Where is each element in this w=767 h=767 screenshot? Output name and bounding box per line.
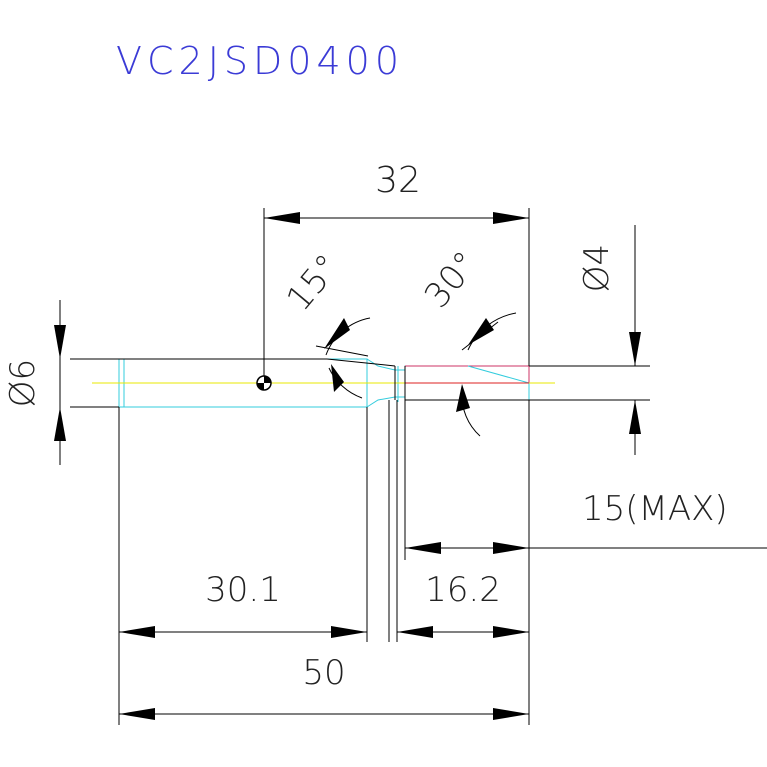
dimension-max-depth: 15(MAX)	[405, 489, 728, 554]
shank-length-label: 30.1	[205, 570, 281, 610]
part-number-title: VC2JSD0400	[116, 39, 404, 83]
shoulder-taper-lower	[366, 396, 405, 408]
max-depth-label: 15(MAX)	[582, 489, 728, 529]
shoulder-angle-label: 15°	[279, 247, 348, 319]
gauge-point-symbol	[256, 375, 272, 391]
dimension-tip-diameter: Ø4	[577, 225, 641, 455]
dimension-shank-diameter: Ø6	[3, 300, 66, 465]
tip-length-label: 16.2	[425, 570, 501, 610]
tip-cutting-edge	[405, 365, 530, 383]
angle-point: 30°	[417, 244, 517, 437]
angle-shoulder: 15°	[279, 247, 371, 399]
dimension-overall-length: 50	[119, 653, 529, 720]
dimension-shank-length: 30.1	[119, 570, 367, 638]
extension-lines	[118, 208, 767, 725]
point-angle-label: 30°	[417, 244, 486, 316]
gauge-length-label: 32	[375, 160, 421, 201]
shoulder-taper	[366, 358, 405, 371]
dimension-tip-length: 16.2	[397, 570, 529, 638]
dimension-gauge-length: 32	[264, 160, 529, 224]
shank-diameter-label: Ø6	[3, 359, 43, 407]
part-geometry	[70, 358, 650, 408]
shoulder-edge-line	[326, 358, 396, 367]
overall-length-label: 50	[302, 653, 345, 693]
tip-diameter-label: Ø4	[577, 244, 617, 292]
tip-point-edge	[467, 365, 530, 384]
